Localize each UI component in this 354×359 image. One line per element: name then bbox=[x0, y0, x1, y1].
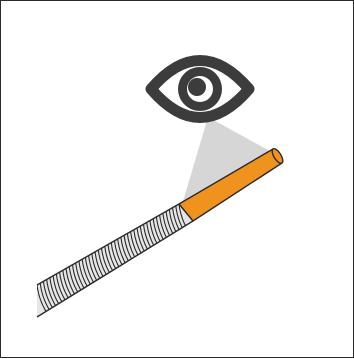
view-cone bbox=[181, 117, 279, 208]
camera-tip bbox=[178, 148, 284, 222]
eye-icon bbox=[145, 55, 255, 123]
coiled-shaft bbox=[36, 203, 194, 318]
